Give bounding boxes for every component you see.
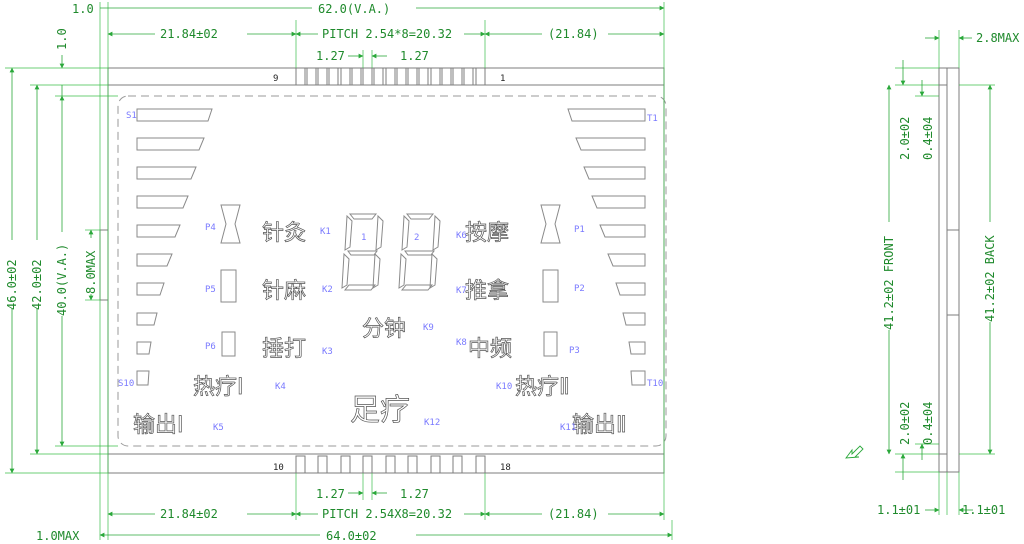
icon-text-tapping: 捶打 bbox=[262, 337, 306, 362]
dim-left-pin-span-top: 21.84±02 bbox=[160, 27, 218, 41]
top-pin-pads bbox=[295, 67, 486, 86]
p-segments bbox=[220, 204, 561, 357]
dim-tab-height: 8.0MAX bbox=[84, 250, 98, 294]
dim-front-height: 41.2±02 FRONT bbox=[882, 236, 896, 330]
dim-thickness: 2.8MAX bbox=[976, 31, 1020, 45]
dim-top-left-offset: 1.0 bbox=[72, 2, 94, 16]
dim-total-width: 64.0±02 bbox=[326, 529, 377, 543]
dim-back-height: 41.2±02 BACK bbox=[983, 235, 997, 322]
icon-text-massage: 按摩 bbox=[465, 221, 509, 246]
dim-va-width: 62.0(V.A.) bbox=[318, 2, 390, 16]
label-k9: K9 bbox=[423, 323, 434, 333]
dim-va-height: 40.0(V.A.) bbox=[55, 244, 69, 316]
label-k1: K1 bbox=[320, 227, 331, 237]
icon-text-acupuncture: 针灸 bbox=[262, 221, 306, 246]
label-k11: K11 bbox=[560, 423, 576, 433]
label-s10: S10 bbox=[118, 379, 134, 389]
label-t1: T1 bbox=[647, 114, 658, 124]
seven-segment-digit-1 bbox=[341, 213, 384, 291]
label-p6: P6 bbox=[205, 342, 216, 352]
dim-pin-pitch-right: 1.27 bbox=[400, 49, 429, 63]
icon-text-heat-therapy-1: 热疗Ⅰ bbox=[193, 375, 244, 400]
pin-label-9: 9 bbox=[273, 74, 278, 84]
left-level-bars bbox=[136, 108, 213, 386]
dim-bottom-glass-1: 2.0±02 bbox=[898, 402, 912, 445]
pin-label-18: 18 bbox=[500, 463, 511, 473]
label-k5: K5 bbox=[213, 423, 224, 433]
label-k10: K10 bbox=[496, 382, 512, 392]
label-k3: K3 bbox=[322, 347, 333, 357]
side-view-outline bbox=[938, 67, 960, 473]
label-k4: K4 bbox=[275, 382, 286, 392]
icon-text-foot-therapy: 足疗 bbox=[350, 393, 410, 428]
pin-label-1: 1 bbox=[500, 74, 505, 84]
dim-top-glass-2: 0.4±04 bbox=[921, 117, 935, 160]
label-digit-1: 1 bbox=[361, 233, 366, 243]
icon-text-output-1: 输出Ⅰ bbox=[133, 413, 184, 438]
icon-text-needle-anesthesia: 针麻 bbox=[262, 279, 306, 304]
label-digit-2: 2 bbox=[414, 233, 419, 243]
label-p1: P1 bbox=[574, 225, 585, 235]
dim-pitch-bottom: PITCH 2.54X8=20.32 bbox=[322, 507, 452, 521]
dim-bottom-left-offset: 1.0MAX bbox=[36, 529, 80, 543]
label-k6: K6 bbox=[456, 231, 467, 241]
dim-back-glass: 1.1±01 bbox=[962, 503, 1005, 517]
seven-segment-digit-2 bbox=[398, 213, 441, 291]
icon-text-mid-frequency: 中频 bbox=[468, 337, 512, 362]
dim-top-glass-1: 2.0±02 bbox=[898, 117, 912, 160]
dim-bottom-glass-2: 0.4±04 bbox=[921, 402, 935, 445]
right-level-bars bbox=[567, 108, 646, 386]
dim-front-glass: 1.1±01 bbox=[877, 503, 920, 517]
label-k12: K12 bbox=[424, 418, 440, 428]
label-p3: P3 bbox=[569, 346, 580, 356]
icon-text-heat-therapy-2: 热疗Ⅱ bbox=[515, 375, 570, 400]
icon-text-output-2: 输出Ⅱ bbox=[572, 413, 627, 438]
label-k8: K8 bbox=[456, 338, 467, 348]
icon-text-tuina: 推拿 bbox=[465, 278, 509, 304]
label-p2: P2 bbox=[574, 284, 585, 294]
icon-text-minutes: 分钟 bbox=[362, 317, 406, 342]
bottom-pin-pads bbox=[295, 455, 486, 474]
label-t10: T10 bbox=[647, 379, 663, 389]
label-k2: K2 bbox=[322, 285, 333, 295]
dim-pitch-top: PITCH 2.54*8=20.32 bbox=[322, 27, 452, 41]
dim-total-height: 46.0±02 bbox=[5, 259, 19, 310]
pin-label-10: 10 bbox=[273, 463, 284, 473]
dim-right-pin-span-top: (21.84) bbox=[548, 27, 599, 41]
label-s1: S1 bbox=[126, 111, 137, 121]
dim-inner-height: 42.0±02 bbox=[30, 259, 44, 310]
dim-right-pin-span-bottom: (21.84) bbox=[548, 507, 599, 521]
dim-pin-pitch-right-bottom: 1.27 bbox=[400, 487, 429, 501]
dim-pin-pitch-left: 1.27 bbox=[316, 49, 345, 63]
dim-left-pin-span-bottom: 21.84±02 bbox=[160, 507, 218, 521]
label-p5: P5 bbox=[205, 285, 216, 295]
view-direction-arrow-icon bbox=[845, 445, 864, 459]
label-k7: K7 bbox=[456, 286, 467, 296]
dim-pin-pitch-left-bottom: 1.27 bbox=[316, 487, 345, 501]
label-p4: P4 bbox=[205, 223, 216, 233]
dim-left-vertical-offset: 1.0 bbox=[55, 28, 69, 50]
